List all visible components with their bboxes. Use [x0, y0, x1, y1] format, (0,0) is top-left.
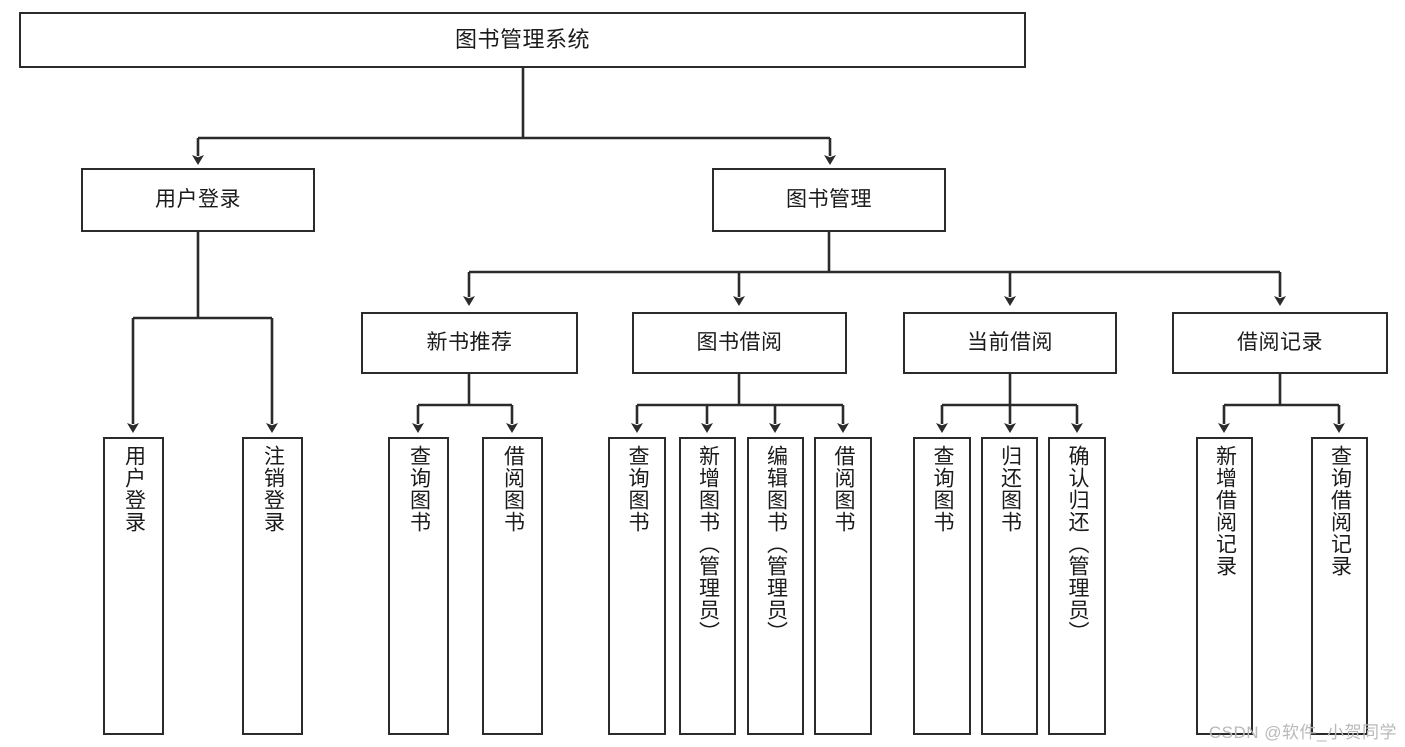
node-user-login[interactable]: 用户登录	[81, 168, 315, 232]
node-label: 注销登录	[261, 445, 285, 533]
node-leaf-logout-login[interactable]: 注销登录	[242, 437, 303, 735]
node-leaf-borrow-book-2[interactable]: 借阅图书	[814, 437, 872, 735]
node-label: 借阅记录	[1237, 330, 1323, 354]
node-label: 用户登录	[122, 445, 146, 533]
node-leaf-add-book[interactable]: 新增图书（管理员）	[679, 437, 736, 735]
node-leaf-borrow-book-1[interactable]: 借阅图书	[482, 437, 543, 735]
node-label: 查询借阅记录	[1328, 445, 1352, 577]
node-label: 图书管理系统	[454, 27, 590, 53]
node-label: 新增图书（管理员）	[696, 445, 720, 643]
node-borrow-record[interactable]: 借阅记录	[1172, 312, 1388, 374]
node-leaf-return-book[interactable]: 归还图书	[981, 437, 1038, 735]
node-leaf-query-book-3[interactable]: 查询图书	[913, 437, 971, 735]
node-leaf-add-record[interactable]: 新增借阅记录	[1196, 437, 1253, 735]
node-label: 图书借阅	[696, 330, 783, 354]
node-leaf-query-record[interactable]: 查询借阅记录	[1311, 437, 1368, 735]
node-current-borrow[interactable]: 当前借阅	[903, 312, 1117, 374]
node-book-manage[interactable]: 图书管理	[712, 168, 946, 232]
node-label: 借阅图书	[501, 445, 525, 533]
node-label: 新增借阅记录	[1213, 445, 1237, 577]
node-label: 查询图书	[931, 445, 955, 533]
node-leaf-confirm-return[interactable]: 确认归还（管理员）	[1048, 437, 1106, 735]
node-leaf-query-book-2[interactable]: 查询图书	[608, 437, 666, 735]
node-leaf-edit-book[interactable]: 编辑图书（管理员）	[747, 437, 804, 735]
node-label: 确认归还（管理员）	[1066, 445, 1090, 643]
node-book-management-system[interactable]: 图书管理系统	[19, 12, 1026, 68]
node-new-book-recommend[interactable]: 新书推荐	[361, 312, 578, 374]
node-book-borrow[interactable]: 图书借阅	[632, 312, 847, 374]
csdn-watermark: CSDN @软件_小贺同学	[1208, 723, 1397, 742]
node-label: 查询图书	[407, 445, 431, 533]
node-label: 当前借阅	[967, 330, 1053, 354]
node-label: 借阅图书	[832, 445, 856, 533]
node-label: 归还图书	[998, 445, 1022, 533]
node-leaf-user-login[interactable]: 用户登录	[103, 437, 164, 735]
node-label: 图书管理	[786, 187, 872, 211]
node-label: 编辑图书（管理员）	[764, 445, 788, 643]
node-label: 新书推荐	[426, 330, 513, 354]
node-label: 查询图书	[626, 445, 650, 533]
node-leaf-query-book-1[interactable]: 查询图书	[388, 437, 449, 735]
node-label: 用户登录	[155, 187, 241, 211]
